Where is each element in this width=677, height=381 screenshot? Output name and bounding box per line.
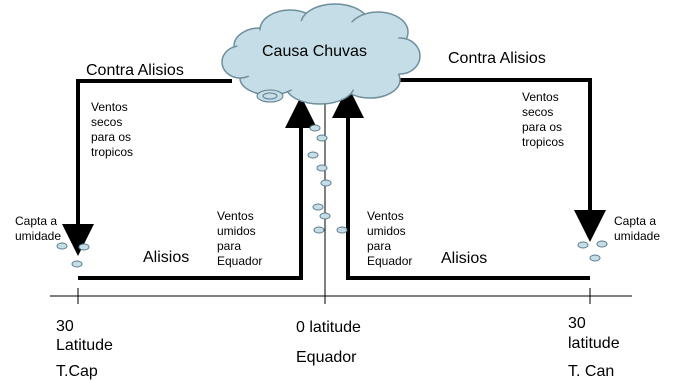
right-capture-label: Capta a umidade	[614, 214, 661, 243]
right-lat-word: latitude	[568, 335, 620, 352]
droplet	[309, 124, 321, 132]
droplet	[71, 260, 83, 268]
droplet	[336, 226, 348, 234]
droplet	[307, 151, 319, 159]
droplet	[78, 243, 90, 251]
droplet	[319, 212, 331, 220]
right-rise-label: Ventos umidos para Equador	[367, 209, 413, 268]
center-lat: 0 latitude	[296, 319, 361, 336]
droplet	[313, 226, 325, 234]
center-name: Equador	[296, 349, 357, 366]
droplet	[312, 203, 324, 211]
right-capture-droplets	[577, 240, 608, 262]
cloud-swirl	[256, 89, 284, 103]
upper-right-label: Contra Alisios	[448, 50, 546, 67]
left-rise-label: Ventos umidos para Equador	[217, 209, 263, 268]
rain-cloud	[221, 3, 421, 105]
droplet	[589, 254, 601, 262]
right-alisios-arrow	[332, 86, 590, 280]
droplet	[56, 242, 68, 250]
droplet	[577, 241, 589, 249]
right-lat-name: T. Can	[568, 363, 615, 380]
left-capture-droplets	[56, 242, 90, 268]
upper-left-label: Contra Alisios	[86, 62, 184, 79]
left-contra-alisios-arrow	[62, 79, 232, 256]
left-capture-label: Capta a umidade	[15, 214, 62, 243]
equator-droplets	[307, 124, 348, 234]
droplet	[596, 240, 608, 248]
left-lat-name: T.Cap	[56, 363, 98, 380]
left-lat-number: 30	[56, 318, 74, 335]
right-descend-label: Ventos secos para os tropicos	[522, 90, 565, 149]
droplet	[320, 179, 332, 187]
droplet	[316, 164, 328, 172]
right-contra-alisios-arrow	[400, 78, 606, 242]
left-surface-label: Alisios	[143, 249, 190, 266]
droplet	[316, 134, 328, 142]
left-alisios-arrow	[78, 96, 317, 280]
right-lat-number: 30	[568, 315, 586, 332]
right-surface-label: Alisios	[441, 250, 488, 267]
left-lat-word: Latitude	[56, 337, 113, 354]
cloud-label: Causa Chuvas	[262, 43, 367, 60]
left-descend-label: Ventos secos para os tropicos	[91, 100, 134, 159]
